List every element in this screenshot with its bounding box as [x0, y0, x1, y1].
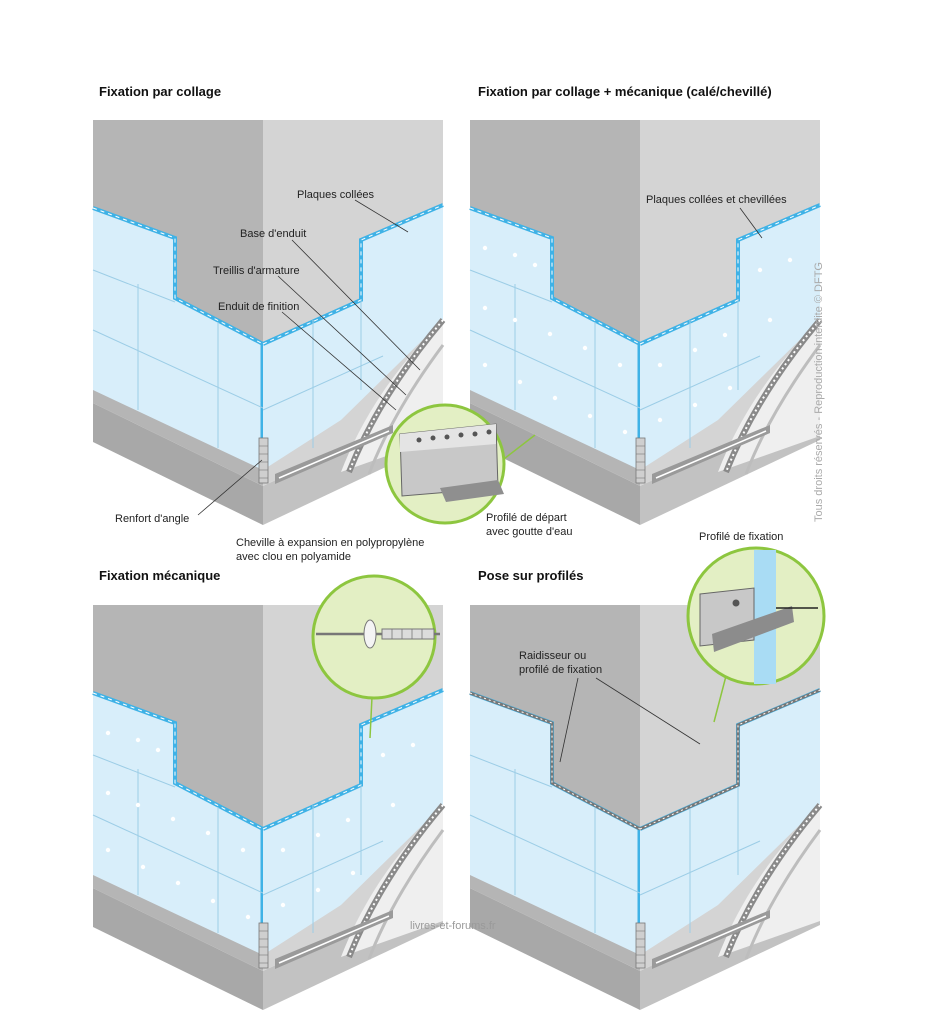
leader-plaques-chevillees: [739, 207, 763, 239]
label-raidisseur-2: profilé de fixation: [519, 664, 602, 676]
label-cheville-1: Cheville à expansion en polypropylène: [236, 537, 424, 549]
panel-4-leaders: [559, 677, 701, 763]
side-credit: Tous droits réservés - Reproduction inte…: [813, 262, 825, 522]
inset-profile-fixation: [686, 546, 826, 723]
label-profile-depart-1: Profilé de départ: [486, 512, 567, 524]
panel-1-leaders: [197, 199, 421, 516]
label-base-enduit: Base d'enduit: [240, 228, 306, 240]
fixing-rails: [469, 688, 821, 831]
panel-4-title: Pose sur profilés: [478, 568, 583, 583]
label-plaques-chevillees: Plaques collées et chevillées: [646, 194, 787, 206]
label-cheville-2: avec clou en polyamide: [236, 551, 351, 563]
panel-1-title: Fixation par collage: [99, 84, 221, 99]
label-profile-depart-2: avec goutte d'eau: [486, 526, 573, 538]
watermark-text: livres-et-forums.fr: [410, 920, 496, 932]
label-plaques-collees: Plaques collées: [297, 189, 375, 201]
panel-collage-mecanique: [470, 120, 820, 525]
panel-profiles: [470, 605, 820, 1010]
panel-2-title: Fixation par collage + mécanique (calé/c…: [478, 84, 772, 99]
label-enduit-finition: Enduit de finition: [218, 301, 299, 313]
label-raidisseur-1: Raidisseur ou: [519, 650, 586, 662]
inset-cheville: [311, 574, 440, 739]
panel-3-title: Fixation mécanique: [99, 568, 220, 583]
inset-profile-depart: [384, 403, 536, 525]
label-renfort-angle: Renfort d'angle: [115, 513, 189, 525]
label-profile-fixation: Profilé de fixation: [699, 531, 783, 543]
label-treillis: Treillis d'armature: [213, 265, 300, 277]
